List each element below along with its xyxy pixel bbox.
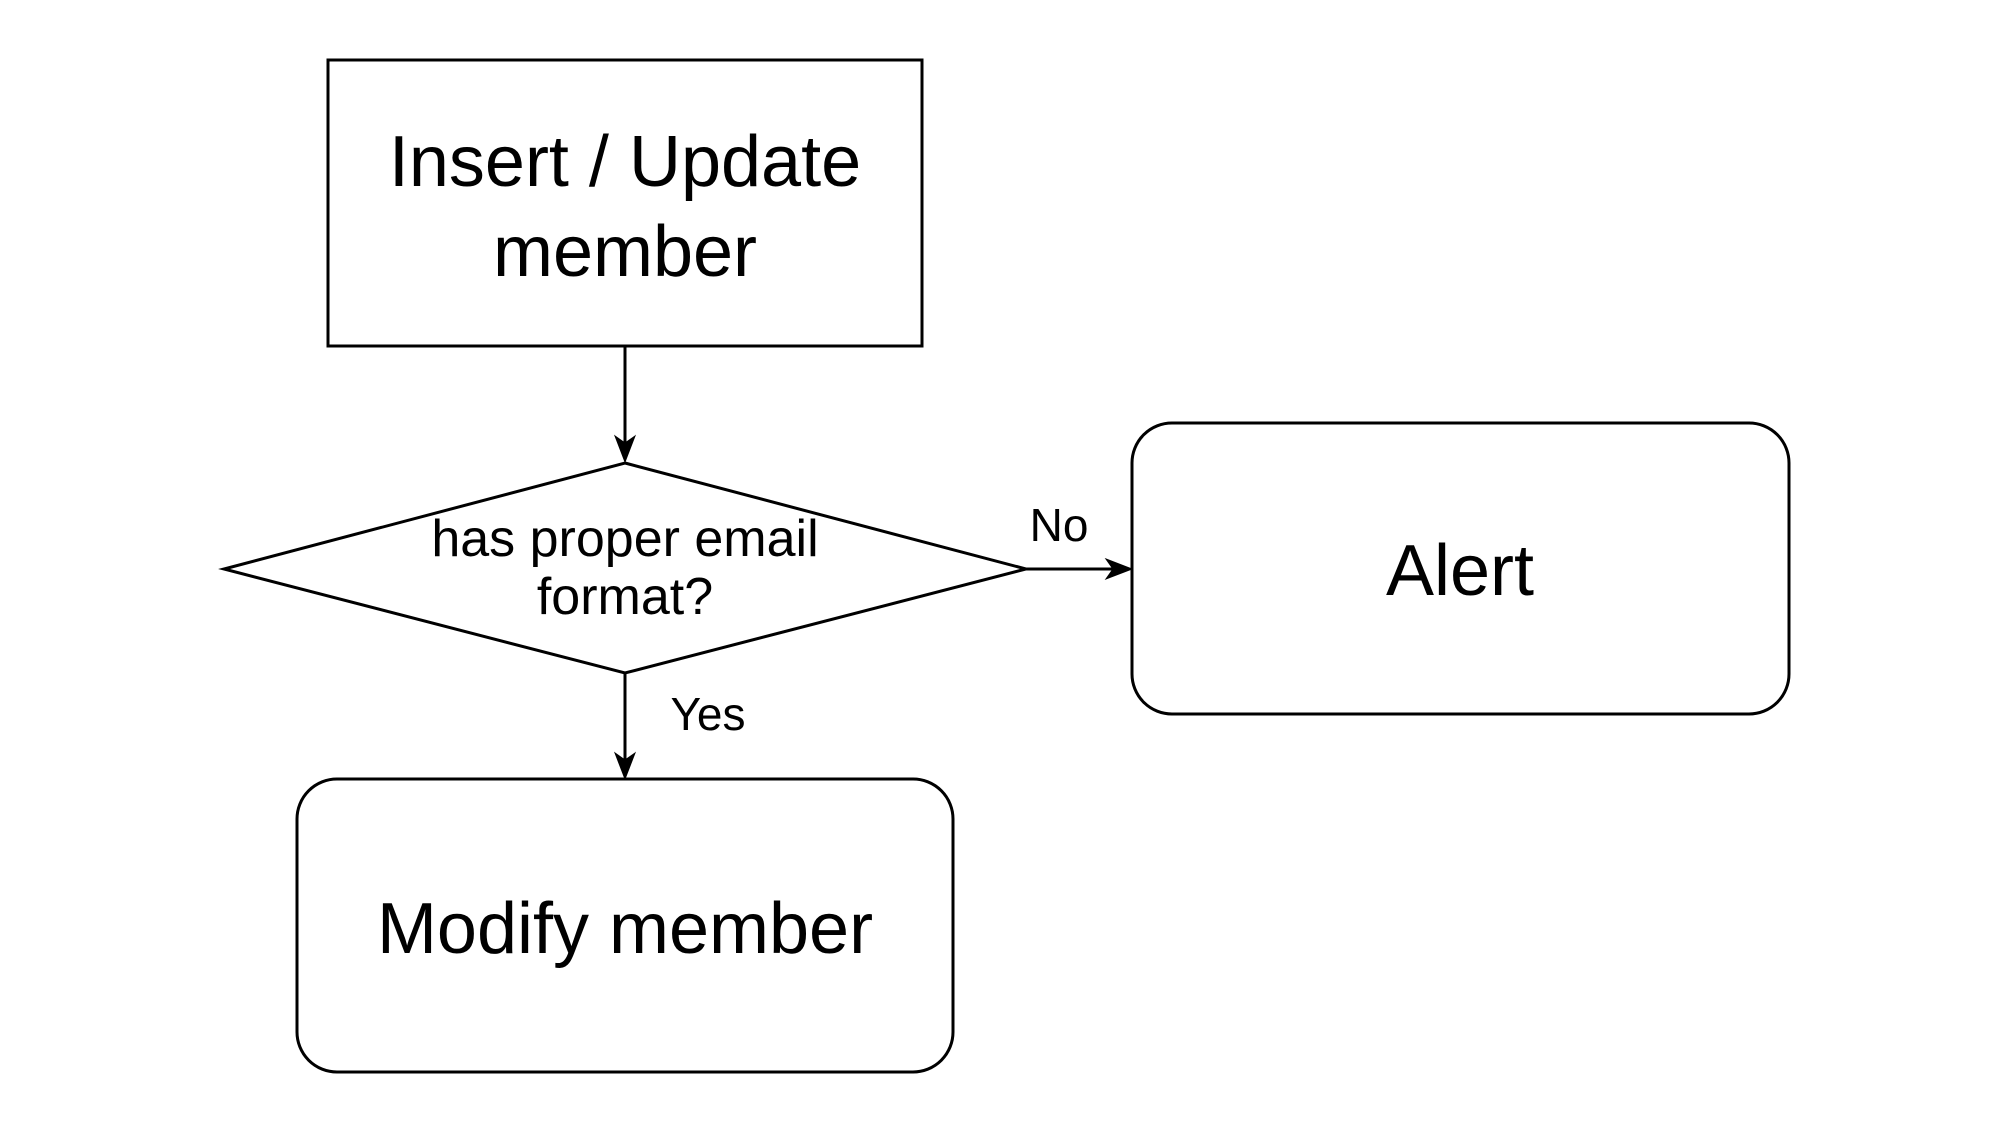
- alert-node: Alert: [1130, 421, 1791, 716]
- modify-node-box: [295, 777, 955, 1074]
- edge-decision-no: No: [1026, 499, 1134, 581]
- edge-start-to-decision: [613, 346, 637, 464]
- decision-node-label-line2: format?: [537, 568, 713, 626]
- start-node-label-line2: member: [493, 212, 757, 292]
- modify-node-label: Modify member: [377, 889, 873, 969]
- start-node-box: [326, 58, 924, 348]
- arrow-head-icon: [1104, 557, 1134, 581]
- edge-label-yes: Yes: [670, 688, 745, 740]
- edge-label-no: No: [1030, 499, 1089, 551]
- arrow-head-icon: [613, 751, 637, 781]
- alert-node-label: Alert: [1386, 531, 1534, 611]
- decision-node: has proper email format?: [218, 461, 1032, 675]
- edge-decision-yes: Yes: [613, 673, 746, 781]
- alert-node-box: [1130, 421, 1791, 716]
- start-node-label-line1: Insert / Update: [389, 122, 861, 202]
- decision-node-label-line1: has proper email: [431, 510, 818, 568]
- start-node: Insert / Update member: [326, 58, 924, 348]
- arrow-head-icon: [613, 434, 637, 464]
- modify-node: Modify member: [295, 777, 955, 1074]
